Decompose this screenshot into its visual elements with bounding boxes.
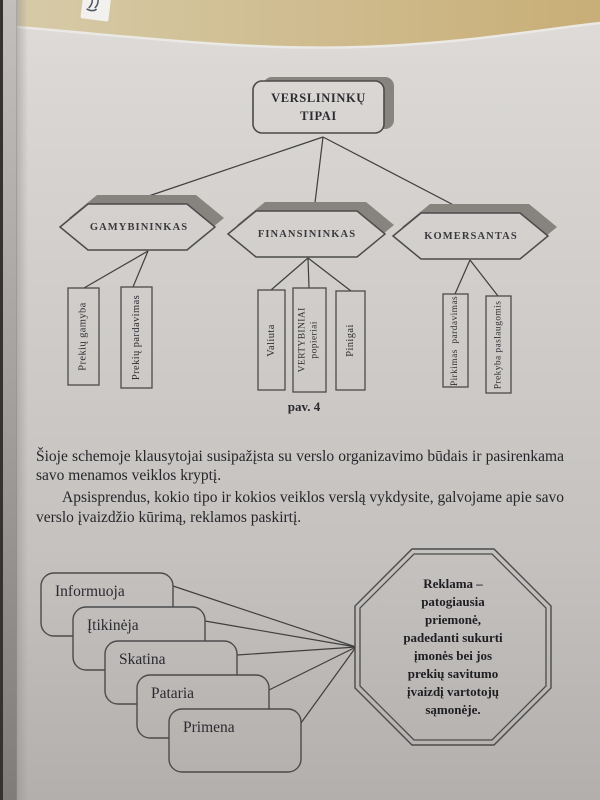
octagon-border-outer <box>354 548 552 746</box>
item-label: Prekių gamyba <box>78 302 90 371</box>
card-label-pataria: Pataria <box>151 685 195 702</box>
branch-label-komersantas: KOMERSANTAS <box>424 230 518 242</box>
figure-caption: pav. 4 <box>287 399 321 414</box>
item-rect <box>257 289 286 391</box>
connector-line <box>172 585 357 648</box>
item-rect <box>67 287 100 386</box>
item-rect <box>292 287 327 393</box>
connector-line <box>300 646 357 724</box>
item-label: Pinigai <box>345 324 356 357</box>
item-label: Prekyba paslaugomis <box>493 300 504 389</box>
reklama-cards <box>40 572 302 773</box>
hexagon-finansininkas <box>226 210 387 258</box>
photo-left-edge <box>0 0 3 800</box>
item-rect <box>485 295 512 394</box>
connector-line <box>307 257 352 292</box>
connector-line <box>127 136 324 204</box>
diagram-root-title: VERSLININKŲ TIPAI <box>271 90 366 123</box>
connector-line <box>204 620 357 648</box>
connector-line <box>270 257 309 291</box>
item-rect <box>442 293 469 388</box>
item-label: Valiuta <box>266 323 278 357</box>
spine-shadow <box>16 0 28 800</box>
root-box <box>252 80 385 134</box>
branch-label-finansininkas: FINANSININKAS <box>257 228 357 240</box>
octagon-border-inner <box>359 553 547 741</box>
item-label: Prekių pardavimas <box>131 294 142 381</box>
diagram2-connectors <box>172 585 357 724</box>
hexagon-komersantas <box>391 212 550 260</box>
bookmark-tab <box>80 0 112 22</box>
hexagon-gamybininkas <box>58 203 217 251</box>
item-rects <box>67 286 512 394</box>
diagram1-connectors <box>83 136 499 297</box>
connector-line <box>236 646 357 656</box>
connector-line <box>454 259 471 295</box>
handwritten-scribble <box>86 0 99 12</box>
paragraph: Apsisprendus, kokio tipo ir kokios veikl… <box>36 489 564 526</box>
body-text: Šioje schemoje klausytojai susipažįsta s… <box>36 447 564 527</box>
book-pages-edge <box>3 0 17 800</box>
connector-line <box>322 136 468 213</box>
item-label: Pirkimas pardavimas <box>450 295 461 386</box>
connector-line <box>83 250 149 289</box>
octagon-text: Reklama – patogiausia priemonė, padedant… <box>403 576 503 717</box>
connector-line <box>307 257 310 289</box>
connector-line <box>268 646 357 691</box>
card-primena <box>168 708 302 773</box>
card-label-informuoja: Informuoja <box>55 583 125 600</box>
paragraph: Šioje schemoje klausytojai susipažįsta s… <box>36 448 564 485</box>
item-rect <box>335 290 366 391</box>
card-label-primena: Primena <box>183 719 235 736</box>
card-label-skatina: Skatina <box>119 651 166 668</box>
page-edge-highlight <box>15 21 600 49</box>
connector-line <box>313 136 324 212</box>
item-rect <box>120 286 153 389</box>
card-label-itikineja: Įtikinėja <box>87 617 139 634</box>
connector-line <box>469 259 499 297</box>
branch-label-gamybininkas: GAMYBININKAS <box>89 221 189 233</box>
item-label: VERTYBINIAI popieriai <box>297 307 320 373</box>
connector-line <box>132 250 149 288</box>
